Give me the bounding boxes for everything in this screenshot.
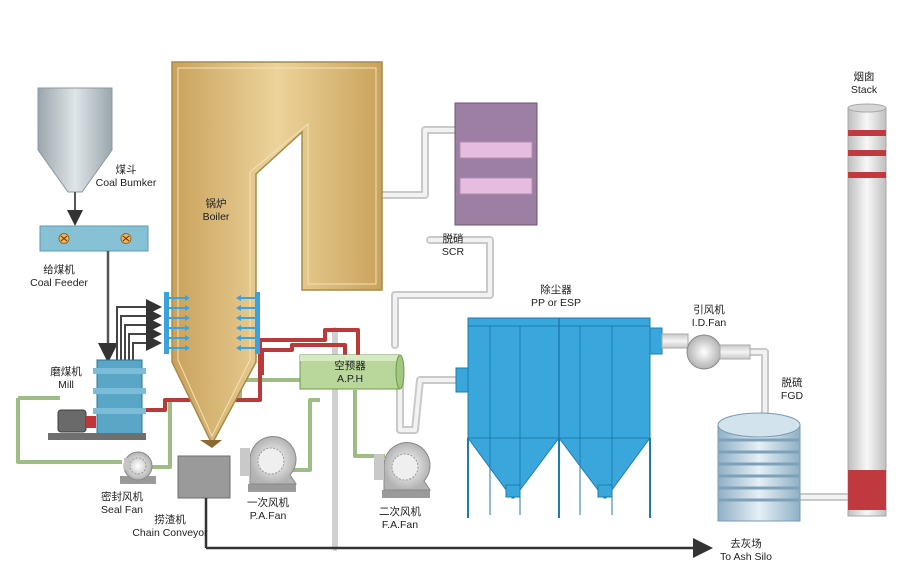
fa-fan — [374, 442, 431, 498]
stack-label: 烟囱 Stack — [850, 71, 878, 96]
pulverised-coal-lines — [116, 299, 162, 360]
fgd-label: 脱硫 FGD — [780, 377, 804, 402]
coal-bunker-label: 煤斗 Coal Bumker — [95, 164, 157, 189]
stack — [847, 103, 887, 517]
id-fan-label: 引风机 I.D.Fan — [691, 304, 727, 329]
scr-label: 脱硝 SCR — [441, 233, 465, 258]
electrostatic-precipitator — [455, 317, 663, 518]
boiler-label: 锅炉 Boiler — [202, 198, 230, 223]
scr-reactor — [454, 102, 538, 226]
chain-conveyor — [177, 455, 231, 499]
fa-fan-label: 二次风机 F.A.Fan — [379, 506, 421, 531]
coal-feeder-label: 给煤机 Coal Feeder — [30, 264, 88, 289]
pa-fan-label: 一次风机 P.A.Fan — [247, 497, 289, 522]
coal-bunker — [37, 87, 113, 193]
pa-fan — [240, 436, 297, 492]
seal-fan — [120, 451, 156, 484]
air-preheater — [299, 354, 405, 390]
mill-label: 磨煤机 Mill — [50, 366, 82, 391]
ash-silo-label: 去灰场 To Ash Silo — [720, 538, 772, 563]
chain-conveyor-label: 捞渣机 Chain Conveyor — [132, 514, 208, 539]
mill — [48, 359, 146, 440]
id-fan — [661, 333, 751, 370]
coal-feeder — [39, 225, 149, 252]
seal-fan-label: 密封风机 Seal Fan — [100, 491, 144, 516]
fgd-absorber — [717, 412, 801, 522]
boiler — [171, 61, 383, 448]
aph-label: 空预器 A.P.H — [334, 360, 366, 385]
esp-label: 除尘器 PP or ESP — [531, 284, 581, 309]
burner-arrays — [164, 292, 260, 354]
